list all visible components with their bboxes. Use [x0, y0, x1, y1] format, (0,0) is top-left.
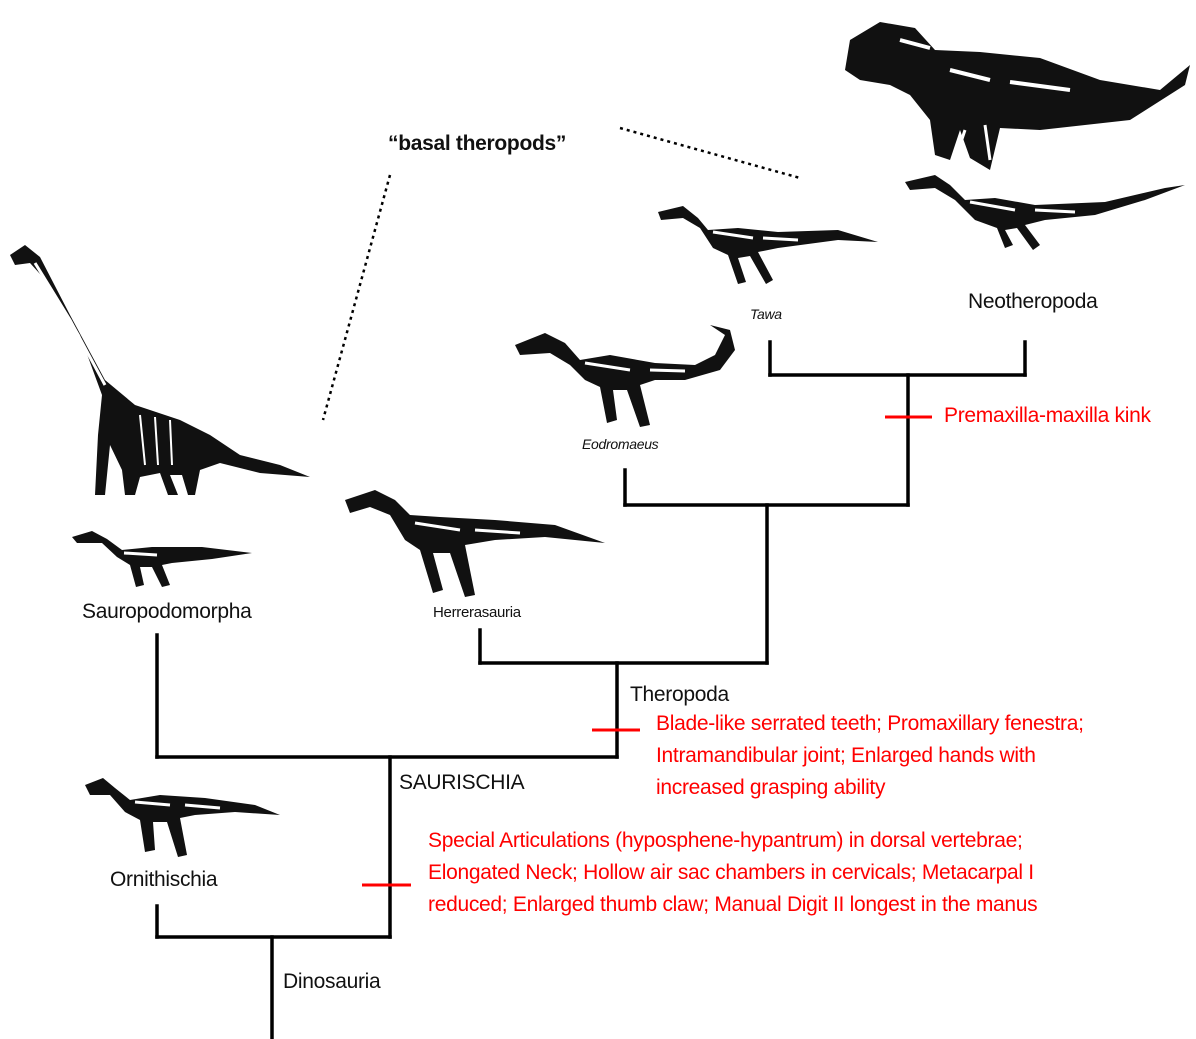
saurischia-synapomorphies: Special Articulations (hyposphene-hypant… [428, 825, 1037, 921]
dinosauria-label: Dinosauria [283, 970, 380, 994]
synapomorphy-line: Intramandibular joint; Enlarged hands wi… [656, 740, 1084, 772]
eodromaeus-silhouette [515, 325, 735, 427]
synapomorphy-line: Blade-like serrated teeth; Promaxillary … [656, 708, 1084, 740]
theropoda-label: Theropoda [630, 683, 729, 707]
neotheropoda-label: Neotheropoda [968, 290, 1098, 314]
sauropodomorpha-label: Sauropodomorpha [82, 600, 251, 624]
brachiosaur-silhouette [10, 245, 310, 495]
neotheropoda-synapomorphies: Premaxilla-maxilla kink [944, 400, 1151, 432]
saurischia-label: SAURISCHIA [399, 771, 524, 795]
ornithischia-label: Ornithischia [110, 868, 217, 892]
synapomorphy-line: reduced; Enlarged thumb claw; Manual Dig… [428, 889, 1037, 921]
tawa-silhouette [658, 206, 878, 284]
synapomorphy-line: increased grasping ability [656, 772, 1084, 804]
synapomorphy-line: Premaxilla-maxilla kink [944, 400, 1151, 432]
herrerasauria-label: Herrerasauria [433, 604, 521, 621]
tawa-label: Tawa [750, 306, 782, 322]
coelophysoid-silhouette [905, 175, 1185, 250]
synapomorphy-line: Special Articulations (hyposphene-hypant… [428, 825, 1037, 857]
ornithischian-silhouette [85, 778, 280, 857]
basal-theropods-bracket [323, 128, 800, 420]
synapomorphy-line: Elongated Neck; Hollow air sac chambers … [428, 857, 1037, 889]
sauropodomorph-small-silhouette [72, 531, 252, 587]
theropoda-synapomorphies: Blade-like serrated teeth; Promaxillary … [656, 708, 1084, 804]
basal-theropods-label: “basal theropods” [388, 132, 566, 156]
synapomorphy-ticks [362, 417, 932, 885]
eodromaeus-label: Eodromaeus [582, 436, 658, 452]
tyrannosaur-silhouette [845, 22, 1190, 170]
herrerasaurus-silhouette [345, 490, 605, 597]
